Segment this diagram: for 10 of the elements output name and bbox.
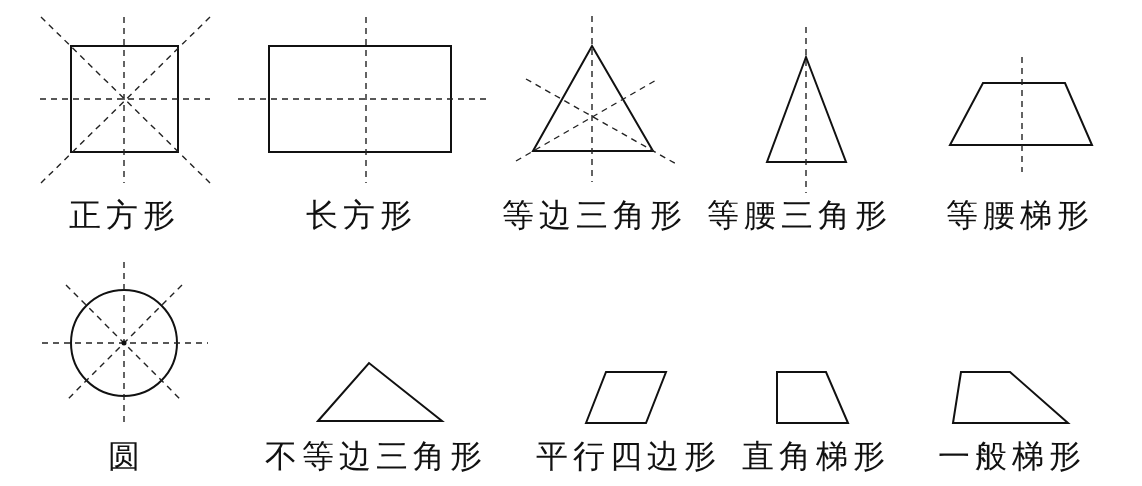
shape-caption: 一般梯形 [938, 437, 1086, 476]
shape-caption: 不等边三角形 [265, 437, 487, 476]
shape-caption: 长方形 [305, 196, 417, 235]
shape-caption: 正方形 [68, 196, 180, 235]
shape-caption: 圆 [107, 437, 145, 476]
shape-caption: 直角梯形 [742, 437, 890, 476]
shape-caption: 等边三角形 [501, 196, 687, 235]
shape-caption: 平行四边形 [535, 437, 721, 476]
shape-caption: 等腰梯形 [946, 196, 1094, 235]
shape-caption: 等腰三角形 [706, 196, 892, 235]
